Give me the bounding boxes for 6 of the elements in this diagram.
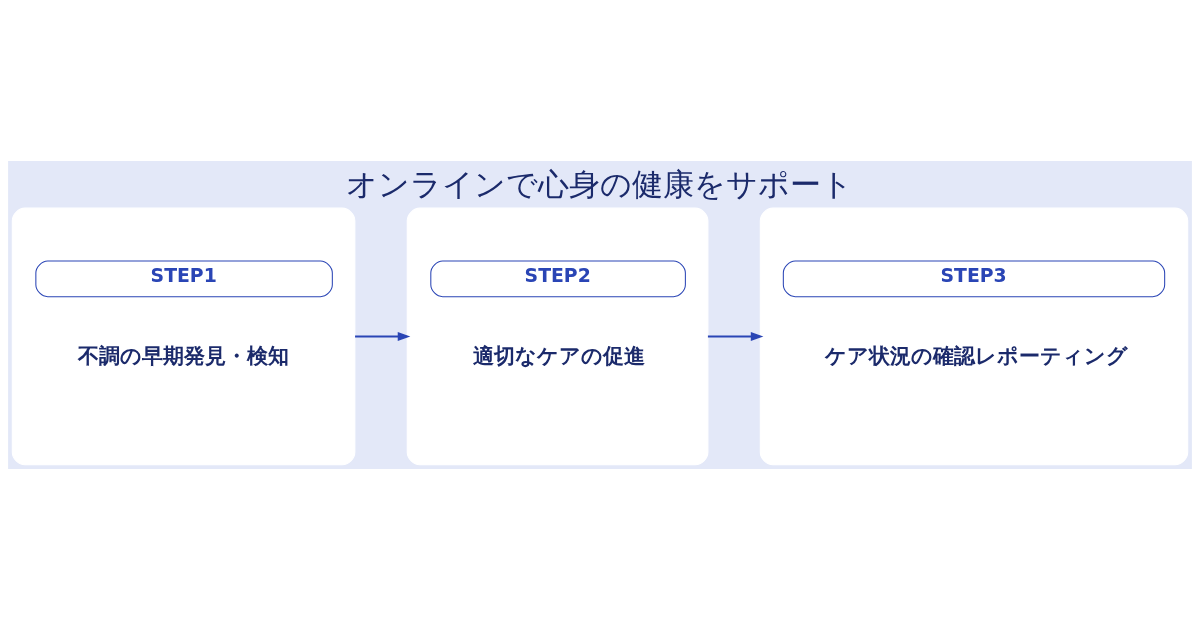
arrow [355, 332, 411, 341]
arrow [707, 332, 764, 341]
node-box: STEP1 不調の早期発見・検知 [11, 207, 356, 466]
diagram-title: オンラインで心身の健康をサポート [346, 165, 854, 202]
node-box: STEP2 適切なケアの促進 [406, 207, 709, 466]
node-box: STEP3 ケア状況の確認レポーティング [759, 207, 1189, 466]
